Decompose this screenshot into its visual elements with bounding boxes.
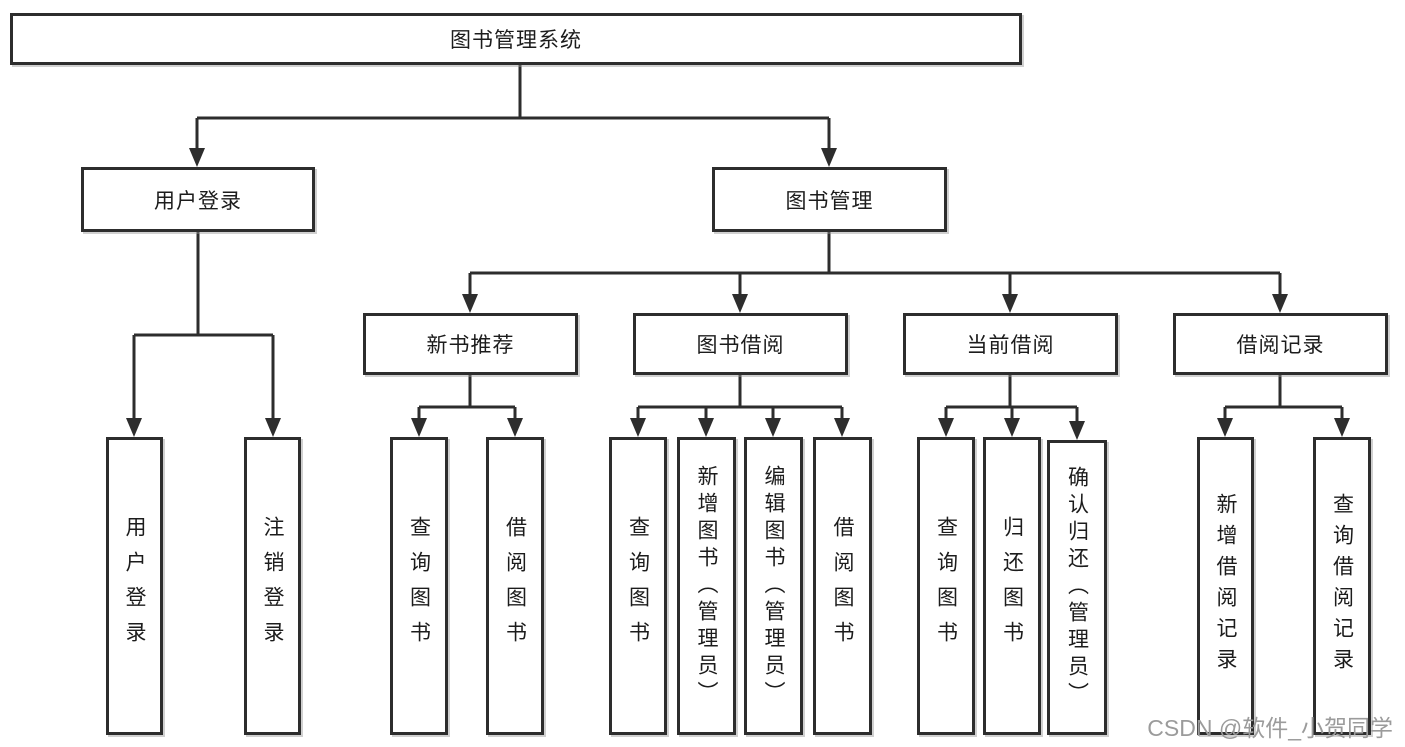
node-user-login: 用户登录 bbox=[81, 167, 315, 232]
node-label: 新增借阅记录 bbox=[1214, 493, 1237, 679]
node-label: 查询图书 bbox=[934, 516, 958, 656]
node-label: 新增图书（管理员） bbox=[695, 464, 718, 708]
node-label: 注销登录 bbox=[261, 516, 284, 656]
node-label: 图书借阅 bbox=[696, 334, 785, 357]
node-label: 图书管理系统 bbox=[450, 29, 582, 52]
leaf-user-login: 用户登录 bbox=[106, 437, 163, 735]
node-label: 用户登录 bbox=[154, 189, 242, 213]
leaf-query-books-borrowing: 查询图书 bbox=[609, 437, 667, 735]
leaf-borrow-books: 借阅图书 bbox=[813, 437, 872, 735]
node-label: 图书管理 bbox=[785, 189, 874, 213]
node-label: 新书推荐 bbox=[426, 334, 515, 357]
leaf-query-books-current: 查询图书 bbox=[917, 437, 975, 735]
leaf-query-books-recommend: 查询图书 bbox=[390, 437, 448, 735]
leaf-borrow-books-recommend: 借阅图书 bbox=[486, 437, 544, 735]
leaf-edit-books-admin: 编辑图书（管理员） bbox=[744, 437, 803, 735]
leaf-query-borrow-record: 查询借阅记录 bbox=[1313, 437, 1371, 735]
node-label: 查询图书 bbox=[626, 516, 650, 656]
csdn-watermark: CSDN @软件_小贺同学 bbox=[1147, 715, 1393, 741]
node-label: 借阅图书 bbox=[831, 516, 854, 656]
node-label: 当前借阅 bbox=[966, 334, 1055, 357]
node-book-management: 图书管理 bbox=[712, 167, 947, 232]
node-new-book-recommend: 新书推荐 bbox=[363, 313, 578, 375]
leaf-logout: 注销登录 bbox=[244, 437, 301, 735]
node-label: 归还图书 bbox=[1000, 516, 1024, 656]
leaf-add-borrow-record: 新增借阅记录 bbox=[1197, 437, 1254, 735]
node-book-borrowing: 图书借阅 bbox=[633, 313, 848, 375]
node-library-management-system: 图书管理系统 bbox=[10, 13, 1022, 65]
leaf-add-books-admin: 新增图书（管理员） bbox=[677, 437, 736, 735]
node-label: 借阅图书 bbox=[503, 516, 527, 656]
node-label: 确认归还（管理员） bbox=[1065, 466, 1089, 709]
node-label: 编辑图书（管理员） bbox=[762, 464, 785, 708]
node-current-borrowing: 当前借阅 bbox=[903, 313, 1118, 375]
node-label: 用户登录 bbox=[123, 516, 146, 656]
node-borrow-records: 借阅记录 bbox=[1173, 313, 1388, 375]
node-label: 借阅记录 bbox=[1236, 334, 1325, 357]
leaf-confirm-return-admin: 确认归还（管理员） bbox=[1047, 440, 1107, 735]
leaf-return-books: 归还图书 bbox=[983, 437, 1041, 735]
node-label: 查询图书 bbox=[407, 516, 431, 656]
node-label: 查询借阅记录 bbox=[1330, 493, 1354, 679]
